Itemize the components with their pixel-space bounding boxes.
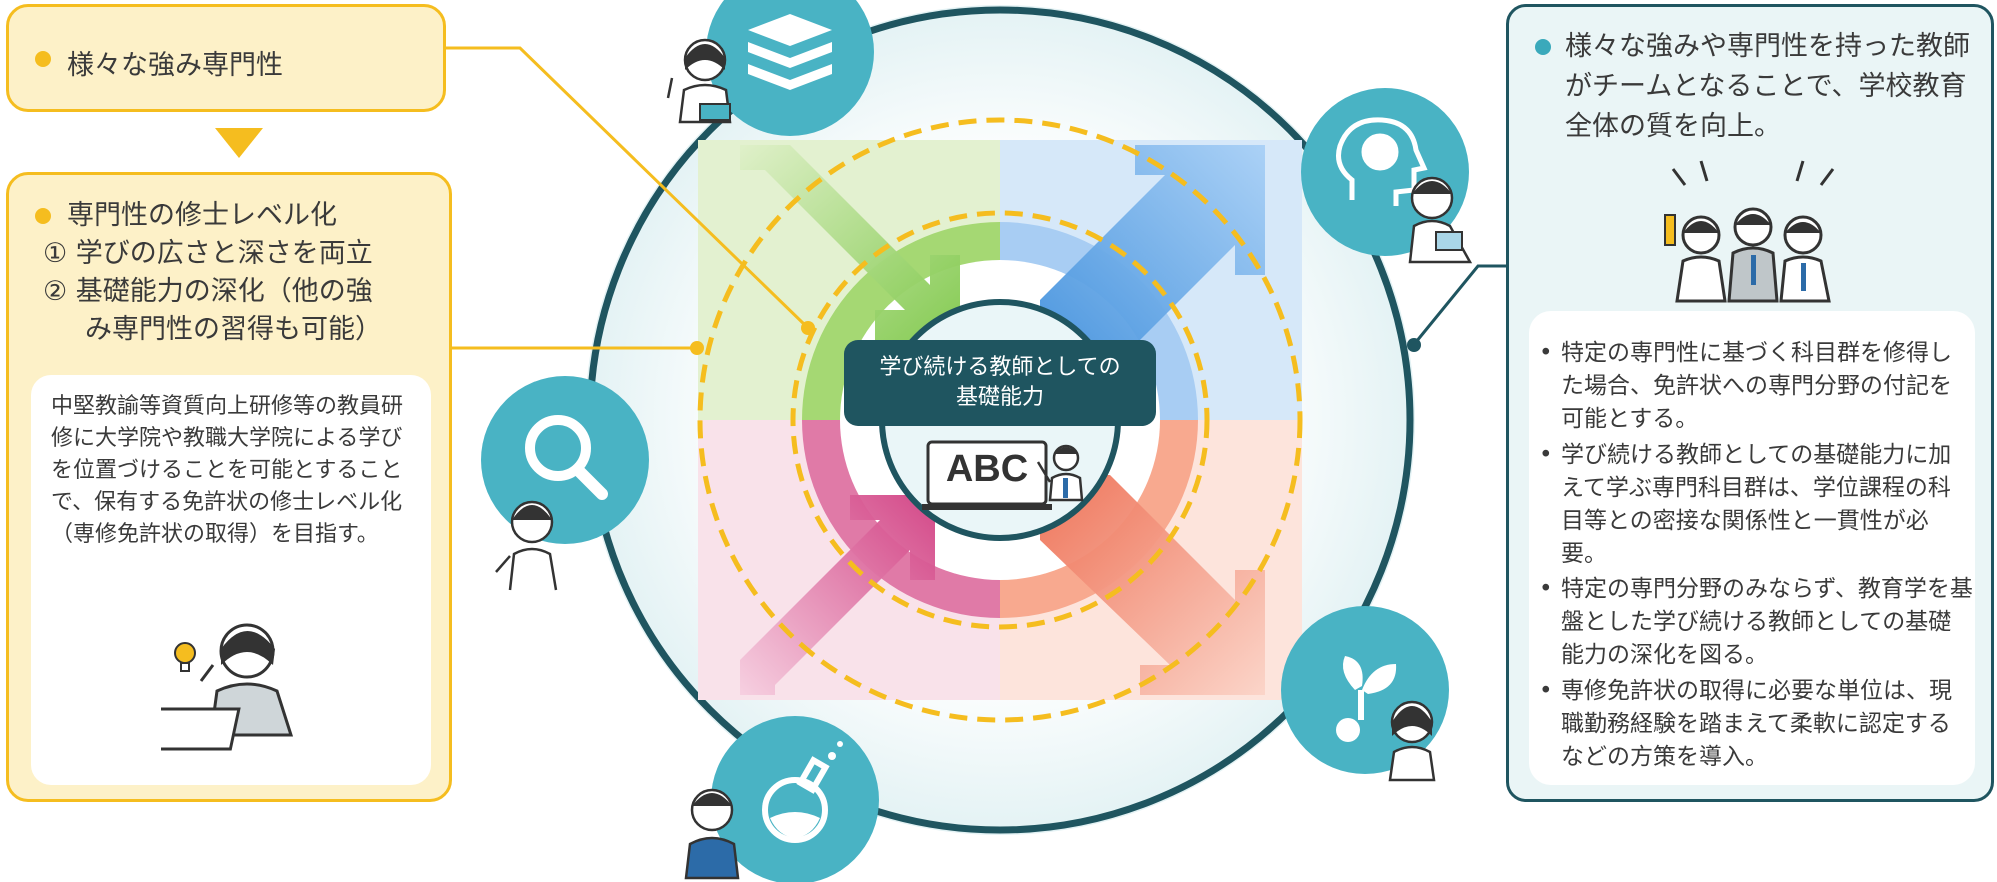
core-ability-label: 学び続ける教師としての 基礎能力 [844, 340, 1156, 426]
dashed-ring-outer [697, 117, 1303, 723]
policy-item: • 特定の専門性に基づく科目群を修得した場合、免許状への専門分野の付記を可能とす… [1539, 337, 1973, 436]
dashed-ring-inner [790, 210, 1210, 630]
bullet-dot [1535, 39, 1551, 55]
connector-right-dot [1407, 338, 1421, 352]
point-2-line-1: ② 基礎能力の深化（他の強 [43, 276, 373, 307]
bullet-dot [35, 51, 51, 67]
person-smiling [1388, 700, 1436, 782]
flask-icon [762, 741, 843, 843]
bullet-glyph: • [1539, 340, 1553, 366]
bullet-dot [35, 208, 51, 224]
person-pointing-right [1408, 176, 1473, 264]
blackboard-text: ABC [945, 448, 1029, 490]
point-2-line-2: み専門性の習得も可能） [85, 314, 382, 345]
team-quality-box: 様々な強みや専門性を持った教師がチームとなることで、学校教育全体の質を向上。 •… [1506, 4, 1994, 802]
policy-item: • 学び続ける教師としての基礎能力に加えて学ぶ専門科目群は、学位課程の科目等との… [1539, 439, 1973, 571]
arrow-pink [740, 495, 935, 695]
sprout-icon [1336, 656, 1397, 742]
strengths-box: 様々な強み専門性 [6, 4, 446, 112]
bullet-glyph: • [1539, 442, 1553, 468]
strengths-label: 様々な強み専門性 [67, 50, 283, 81]
person-laptop-illustration [161, 623, 294, 751]
bullet-glyph: • [1539, 576, 1553, 602]
policy-item: • 特定の専門分野のみならず、教育学を基盤とした学び続ける教師としての基礎能力の… [1539, 573, 1973, 672]
core-ability-line1: 学び続ける教師としての [879, 355, 1121, 380]
connector-top [446, 46, 808, 328]
policy-item: • 専修免許状の取得に必要な単位は、現職勤務経験を踏まえて柔軟に認定するなどの方… [1539, 675, 1973, 774]
training-description: 中堅教諭等資質向上研修等の教員研修に大学院や教職大学院による学びを位置づけること… [31, 375, 431, 785]
team-illustration [1664, 160, 1835, 303]
connector-right [1414, 264, 1506, 343]
person-scientist [684, 788, 740, 880]
magnifier-circle [481, 376, 649, 544]
books-circle [706, 0, 874, 136]
person-reading [666, 38, 732, 124]
core-ability-line2: 基礎能力 [955, 385, 1044, 410]
connector-mid-dot [690, 341, 704, 355]
point-1: ① 学びの広さと深さを両立 [43, 238, 373, 269]
brain-icon [1336, 117, 1428, 206]
down-arrow-icon [215, 128, 263, 158]
person-thinking [495, 500, 558, 591]
masters-level-box: 専門性の修士レベル化 ① 学びの広さと深さを両立 ② 基礎能力の深化（他の強 み… [6, 172, 452, 802]
lightbulb-icon [174, 642, 196, 672]
masters-heading: 専門性の修士レベル化 [67, 200, 337, 231]
team-heading: 様々な強みや専門性を持った教師がチームとなることで、学校教育全体の質を向上。 [1565, 31, 1970, 142]
bullet-glyph: • [1539, 678, 1553, 704]
arrow-green [740, 145, 960, 340]
flask-circle [711, 716, 879, 882]
connector-top-dot [801, 321, 815, 335]
policy-list: • 特定の専門性に基づく科目群を修得した場合、免許状への専門分野の付記を可能とす… [1529, 311, 1975, 785]
search-icon [525, 415, 608, 500]
arrow-salmon [1040, 475, 1265, 695]
books-icon [748, 14, 832, 90]
teacher-figure [1036, 444, 1084, 502]
training-paragraph: 中堅教諭等資質向上研修等の教員研修に大学院や教職大学院による学びを位置づけること… [51, 394, 404, 547]
